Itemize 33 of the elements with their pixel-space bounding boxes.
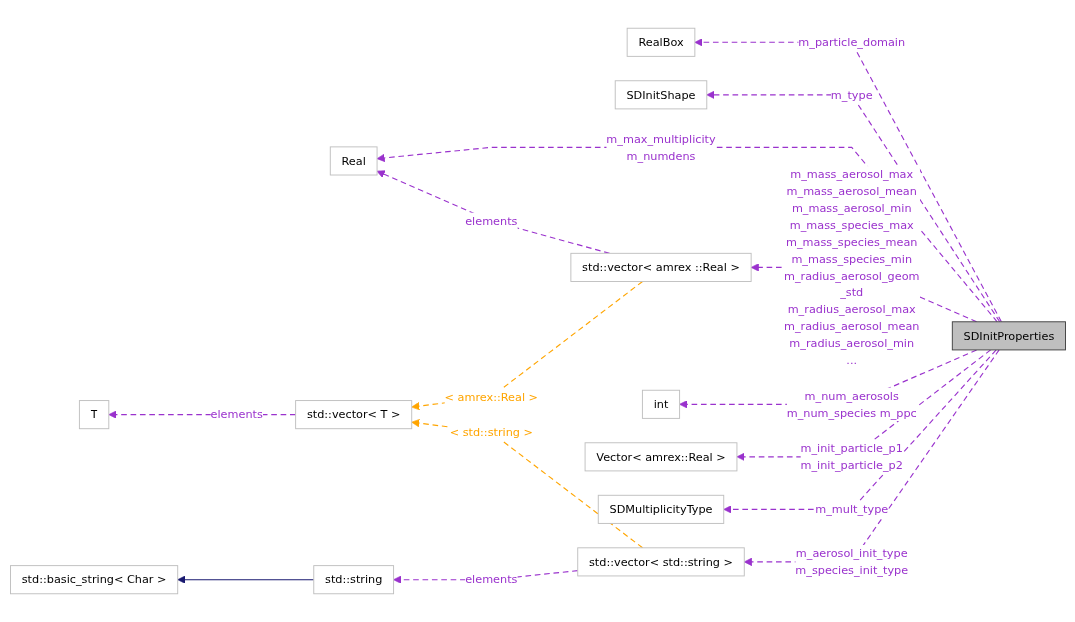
arrow (176, 575, 314, 584)
edge-label: m_type (830, 88, 873, 102)
edge-label: m_max_multiplicity m_numdens (605, 132, 716, 163)
edge-label: elements (464, 573, 517, 587)
edge-label: elements (210, 408, 263, 422)
node-box: SDInitProperties (951, 321, 1066, 351)
node-box: Vector< amrex::Real > (584, 442, 737, 472)
node-box: T (78, 400, 109, 430)
edge-label: m_num_aerosols m_num_species m_ppc (786, 389, 917, 420)
edge-label: m_mass_aerosol_max m_mass_aerosol_mean m_mass_aerosol_min m_mass_species_max m_mass_species_mean m_mass_species_min m_radius_aerosol_geom _std m_radius_aerosol_max m_radius_aerosol_mean m_radius_aerosol_min ... (783, 167, 919, 367)
edge-label: m_particle_domain (797, 35, 905, 49)
edge-label: m_mult_type (814, 502, 888, 516)
node-box: RealBox (626, 27, 695, 57)
arrow (376, 170, 610, 254)
arrow (722, 349, 997, 514)
node-box: Real (329, 146, 378, 176)
node-box: std::string (312, 565, 394, 595)
node-box: std::basic_string< Char > (9, 565, 178, 595)
node-box: std::vector< T > (294, 400, 412, 430)
node-box: std::vector< amrex ::Real > (569, 252, 752, 282)
edge-label: < std::string > (449, 425, 533, 440)
edge-label: < amrex::Real > (444, 390, 538, 404)
arrow (410, 280, 643, 411)
node-box: SDInitShape (614, 80, 707, 110)
arrow (736, 349, 991, 461)
edge-label: m_init_particle_p1 m_init_particle_p2 (800, 441, 903, 472)
node-box: int (641, 389, 680, 419)
edge-label: m_aerosol_init_type m_species_init_type (794, 546, 908, 577)
edge-label: elements (464, 214, 517, 228)
node-box: SDMultiplicityType (597, 494, 724, 524)
arrow (410, 419, 643, 549)
arrow (743, 349, 1000, 566)
node-box: std::vector< std::string > (576, 547, 745, 577)
